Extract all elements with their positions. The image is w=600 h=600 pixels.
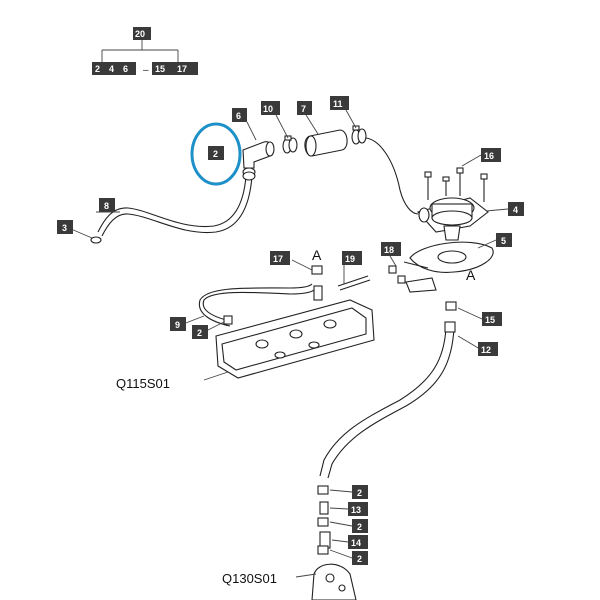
index-item-6: 6	[123, 64, 128, 74]
assembly-label-lower: Q130S01	[222, 571, 277, 586]
index-item-4: 4	[109, 64, 114, 74]
lower-assembly	[311, 563, 357, 600]
bolts-16	[424, 167, 488, 202]
callout-7: 7	[301, 104, 306, 114]
callout-8: 8	[104, 201, 109, 211]
callout-4: 4	[513, 205, 518, 215]
callout-13: 13	[351, 505, 361, 515]
callout-2-low-1: 2	[357, 488, 362, 498]
assembly-label-cover: Q115S01	[116, 376, 170, 391]
callout-6: 6	[236, 111, 241, 121]
index-item-17: 17	[177, 64, 187, 74]
highlight-circle	[190, 122, 242, 186]
index-separator: –	[143, 65, 149, 76]
callout-3: 3	[62, 223, 67, 233]
callout-17: 17	[273, 254, 283, 264]
callout-5: 5	[501, 236, 506, 246]
clamp-11	[351, 125, 367, 145]
clamp-15	[445, 301, 457, 311]
callout-10: 10	[263, 104, 273, 114]
index-tree: 20 2 4 6 – 15 17	[92, 27, 198, 76]
hose-8	[97, 175, 253, 237]
breather-4	[416, 197, 489, 241]
callout-15: 15	[485, 315, 495, 325]
clamp-10	[282, 135, 298, 154]
index-header: 20	[135, 29, 145, 39]
elbow-6	[242, 141, 275, 169]
callout-2-low-2: 2	[357, 522, 362, 532]
callout-16: 16	[484, 151, 494, 161]
clamp-2-top	[242, 167, 256, 181]
leader-lines	[70, 109, 509, 578]
callout-18: 18	[384, 245, 394, 255]
callout-12: 12	[481, 345, 491, 355]
callout-11: 11	[333, 99, 343, 109]
bracket-18	[388, 261, 437, 293]
index-item-2: 2	[95, 64, 100, 74]
fitting-17	[311, 265, 323, 301]
callout-9: 9	[175, 320, 180, 330]
callout-tags: 2 6 10 7 11 16 4 5 18 8 3 17 19 9 2 15 1	[57, 96, 524, 565]
index-header-box	[133, 27, 151, 40]
clamp-2-mid	[223, 315, 233, 325]
clip-3	[90, 236, 102, 244]
index-group-box	[92, 62, 136, 75]
hose-12	[319, 321, 456, 479]
valve-cover	[215, 299, 375, 379]
ref-letter-side: A	[466, 267, 476, 283]
gasket-5	[409, 241, 494, 273]
lower-fittings	[317, 485, 331, 555]
rod-19	[337, 275, 371, 291]
hose-7	[304, 129, 348, 157]
callout-14: 14	[351, 538, 361, 548]
index-group-box-2	[152, 62, 198, 75]
ref-letter-top: A	[312, 247, 322, 263]
index-item-15: 15	[155, 64, 165, 74]
hose-9	[198, 283, 317, 327]
callout-2-mid: 2	[197, 328, 202, 338]
callout-2-low-3: 2	[357, 554, 362, 564]
callout-2-highlight: 2	[213, 149, 218, 159]
callout-19: 19	[345, 254, 355, 264]
